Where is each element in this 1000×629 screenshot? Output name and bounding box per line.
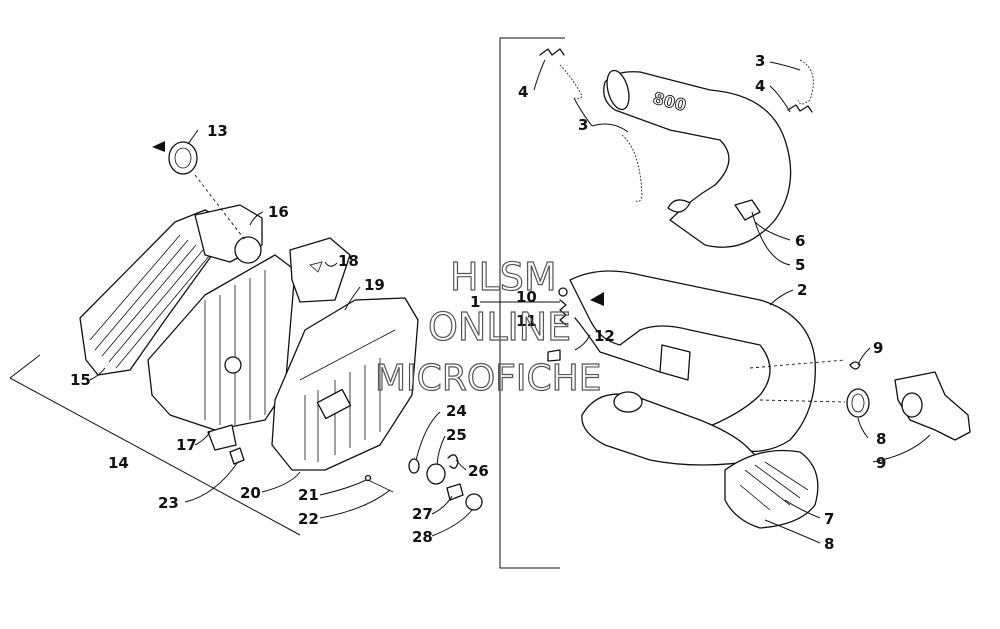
callout-30: 28 (412, 528, 433, 546)
callout-28: 26 (468, 462, 489, 480)
part-23-washer (364, 474, 372, 482)
callout-20: 18 (338, 252, 359, 270)
flange (659, 344, 691, 381)
callout-24: 22 (298, 510, 319, 528)
callout-9: 9 (873, 339, 883, 357)
part-25-plug (229, 447, 245, 465)
callout-25: 23 (158, 494, 179, 512)
part-27-bushing (426, 463, 446, 485)
part-26-washer (408, 458, 420, 474)
callout-7: 7 (824, 510, 834, 528)
callout-23: 21 (298, 486, 319, 504)
drain-fitting (207, 424, 237, 451)
callout-29: 27 (412, 505, 433, 523)
part-28-clip (447, 454, 459, 469)
part-3-hook-b (621, 134, 643, 203)
part-21-cover (271, 297, 419, 471)
assembly-bracket-16 (9, 354, 301, 536)
callout-18: 16 (268, 203, 289, 221)
part-3-hook-c (797, 59, 814, 105)
callout-27: 25 (446, 426, 467, 444)
part-5-heat-shield (734, 199, 761, 221)
part-10-gasket (846, 388, 870, 418)
callout-2: 2 (797, 281, 807, 299)
intake-hole (234, 236, 262, 264)
callout-11: 9 (876, 454, 886, 472)
part-24-pin (367, 479, 394, 493)
callout-16: 14 (108, 454, 129, 472)
part-14-sensor-wire (574, 317, 661, 373)
part-6-muffler (603, 71, 792, 248)
callout-10: 8 (876, 430, 886, 448)
callout-14: 12 (594, 327, 615, 345)
air-silencer-assembly (9, 141, 483, 536)
part-15-grommet (168, 141, 198, 175)
watermark-microfiche: MICROFICHE (375, 358, 601, 399)
part-29-screw (446, 483, 464, 501)
callout-1: 1 (470, 293, 480, 311)
callout-19: 17 (176, 436, 197, 454)
watermark-online: ONLINE (428, 305, 571, 349)
part-4-spring-b (787, 104, 813, 113)
arrow-pointer-15 (152, 141, 165, 152)
callout-21: 19 (364, 276, 385, 294)
callout-22: 20 (240, 484, 261, 502)
watermark-hlsm: HLSM (450, 255, 557, 299)
part-30-nut (465, 493, 483, 511)
callout-3b: 3 (755, 52, 765, 70)
callout-4b: 4 (755, 77, 765, 95)
part-20-pad (289, 237, 351, 303)
part-12-pin (558, 287, 568, 297)
part-9-spring (849, 361, 861, 370)
callout-layer: 13 16 18 19 15 17 14 23 20 21 22 24 25 2… (70, 52, 931, 553)
callout-17: 15 (70, 371, 91, 389)
part-13-spring (559, 299, 567, 326)
part-3-hook-a (559, 64, 583, 99)
callout-8: 8 (824, 535, 834, 553)
callout-3a: 3 (578, 116, 588, 134)
callout-4a: 4 (518, 83, 528, 101)
callout-13: 11 (516, 312, 537, 330)
watermark: HLSM ONLINE MICROFICHE (374, 254, 602, 399)
callout-12: 10 (516, 288, 537, 306)
callout-6: 6 (795, 232, 805, 250)
callout-5: 5 (795, 256, 805, 274)
exhaust-assembly: 800 (499, 37, 971, 569)
part-4-spring-a (539, 48, 565, 56)
arrow-pointer-14 (590, 292, 604, 306)
assembly-bracket-1 (499, 37, 565, 569)
callout-26: 24 (446, 402, 467, 420)
part-7-heat-wrap (724, 449, 819, 529)
callout-15: 13 (207, 122, 228, 140)
